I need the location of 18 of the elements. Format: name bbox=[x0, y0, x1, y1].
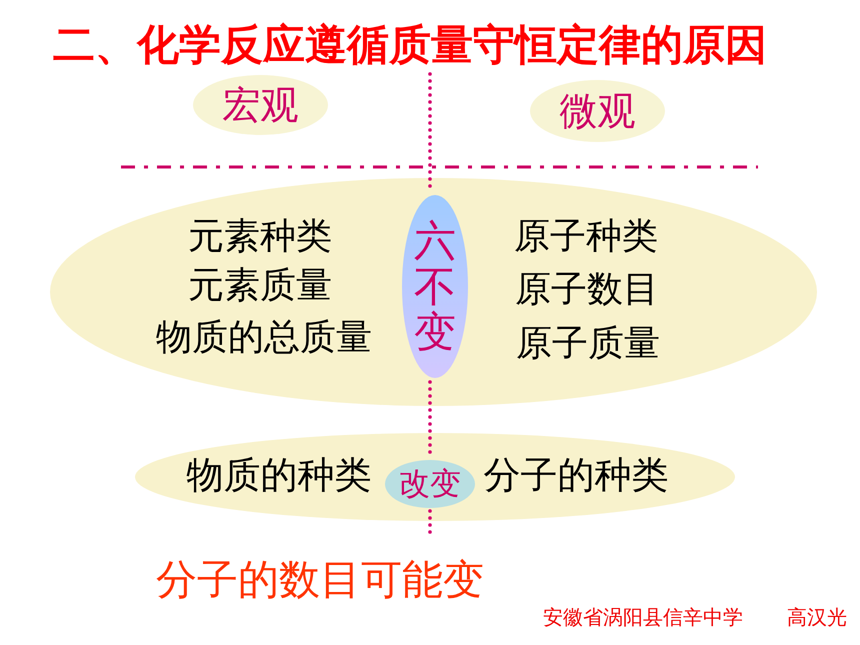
item-text: 元素种类 bbox=[188, 219, 332, 255]
note-text: 分子的数目可能变 bbox=[156, 560, 484, 600]
oval-label: 微观 bbox=[530, 80, 665, 142]
note-text: 安徽省涡阳县信辛中学 bbox=[543, 607, 743, 627]
note-text: 高汉光 bbox=[787, 607, 847, 627]
item-text: 分子的种类 bbox=[484, 456, 668, 494]
item-text: 原子数目 bbox=[515, 272, 659, 308]
item-text: 物质的总质量 bbox=[156, 320, 372, 356]
item-text: 原子种类 bbox=[514, 219, 658, 255]
item-text: 原子质量 bbox=[516, 326, 660, 362]
oval-label: 宏观 bbox=[193, 75, 328, 135]
ellipse-panel bbox=[50, 178, 817, 406]
title: 二、化学反应遵循质量守恒定律的原因 bbox=[53, 24, 767, 66]
ellipse-panel bbox=[135, 433, 735, 521]
item-text: 元素质量 bbox=[188, 268, 332, 304]
oval-label: 改变 bbox=[385, 460, 475, 508]
item-text: 物质的种类 bbox=[186, 456, 372, 494]
oval-label: 六不变 bbox=[402, 195, 468, 378]
